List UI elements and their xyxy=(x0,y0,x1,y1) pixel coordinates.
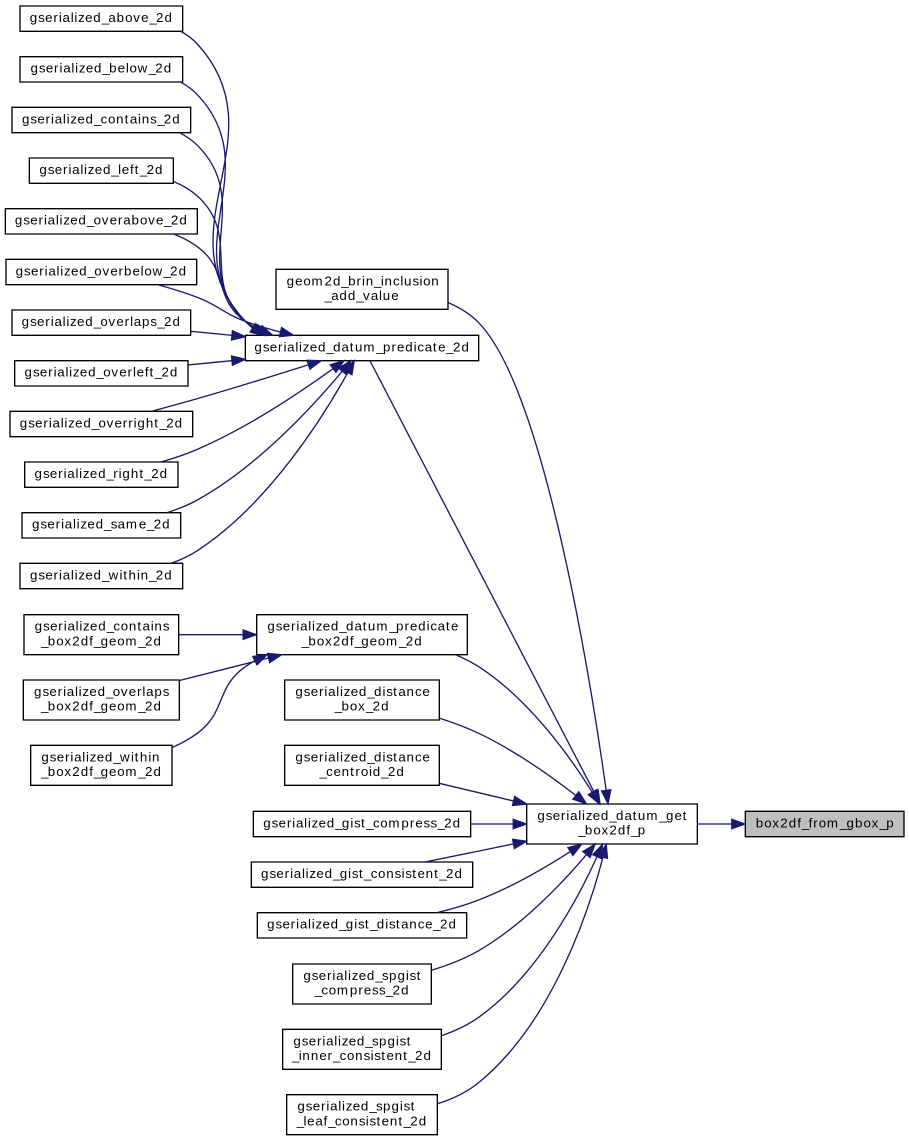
svg-text:_box2df_p: _box2df_p xyxy=(577,823,645,838)
svg-text:_box2df_geom_2d: _box2df_geom_2d xyxy=(40,699,161,714)
svg-text:gserialized_gist_compress_2d: gserialized_gist_compress_2d xyxy=(263,815,460,830)
svg-text:gserialized_datum_predicate: gserialized_datum_predicate xyxy=(267,619,458,634)
svg-text:gserialized_distance: gserialized_distance xyxy=(295,749,429,764)
svg-text:_centroid_2d: _centroid_2d xyxy=(318,764,403,779)
svg-text:gserialized_contains: gserialized_contains xyxy=(35,619,170,634)
svg-text:gserialized_spgist: gserialized_spgist xyxy=(297,1099,414,1114)
svg-text:_add_value: _add_value xyxy=(324,288,399,303)
svg-text:gserialized_within_2d: gserialized_within_2d xyxy=(30,567,172,582)
svg-text:gserialized_contains_2d: gserialized_contains_2d xyxy=(22,111,180,126)
svg-text:gserialized_spgist: gserialized_spgist xyxy=(303,968,420,983)
svg-text:gserialized_above_2d: gserialized_above_2d xyxy=(30,10,172,25)
svg-text:gserialized_right_2d: gserialized_right_2d xyxy=(35,466,168,481)
svg-text:_inner_consistent_2d: _inner_consistent_2d xyxy=(291,1048,431,1063)
svg-text:gserialized_overabove_2d: gserialized_overabove_2d xyxy=(15,213,187,228)
svg-text:_box_2d: _box_2d xyxy=(334,699,389,714)
svg-text:gserialized_left_2d: gserialized_left_2d xyxy=(39,162,162,177)
svg-text:gserialized_datum_predicate_2d: gserialized_datum_predicate_2d xyxy=(254,339,469,354)
svg-text:gserialized_overleft_2d: gserialized_overleft_2d xyxy=(25,365,178,380)
svg-text:_box2df_geom_2d: _box2df_geom_2d xyxy=(301,633,422,648)
svg-text:gserialized_gist_distance_2d: gserialized_gist_distance_2d xyxy=(267,917,456,932)
svg-text:_box2df_geom_2d: _box2df_geom_2d xyxy=(40,633,161,648)
svg-text:gserialized_overlaps: gserialized_overlaps xyxy=(34,684,170,699)
svg-text:gserialized_distance: gserialized_distance xyxy=(295,684,429,699)
svg-text:_leaf_consistent_2d: _leaf_consistent_2d xyxy=(296,1113,426,1128)
svg-text:gserialized_spgist: gserialized_spgist xyxy=(293,1033,410,1048)
svg-text:gserialized_datum_get: gserialized_datum_get xyxy=(537,808,686,823)
svg-text:gserialized_below_2d: gserialized_below_2d xyxy=(30,61,171,76)
svg-text:gserialized_same_2d: gserialized_same_2d xyxy=(32,517,170,532)
svg-text:gserialized_overlaps_2d: gserialized_overlaps_2d xyxy=(22,314,180,329)
svg-text:gserialized_overright_2d: gserialized_overright_2d xyxy=(20,415,182,430)
svg-text:gserialized_overbelow_2d: gserialized_overbelow_2d xyxy=(16,263,186,278)
svg-text:_compress_2d: _compress_2d xyxy=(314,983,409,998)
svg-text:gserialized_gist_consistent_2d: gserialized_gist_consistent_2d xyxy=(261,866,462,881)
svg-text:_box2df_geom_2d: _box2df_geom_2d xyxy=(40,764,161,779)
svg-text:gserialized_within: gserialized_within xyxy=(41,749,159,764)
svg-text:geom2d_brin_inclusion: geom2d_brin_inclusion xyxy=(287,273,439,288)
svg-text:box2df_from_gbox_p: box2df_from_gbox_p xyxy=(756,815,894,830)
